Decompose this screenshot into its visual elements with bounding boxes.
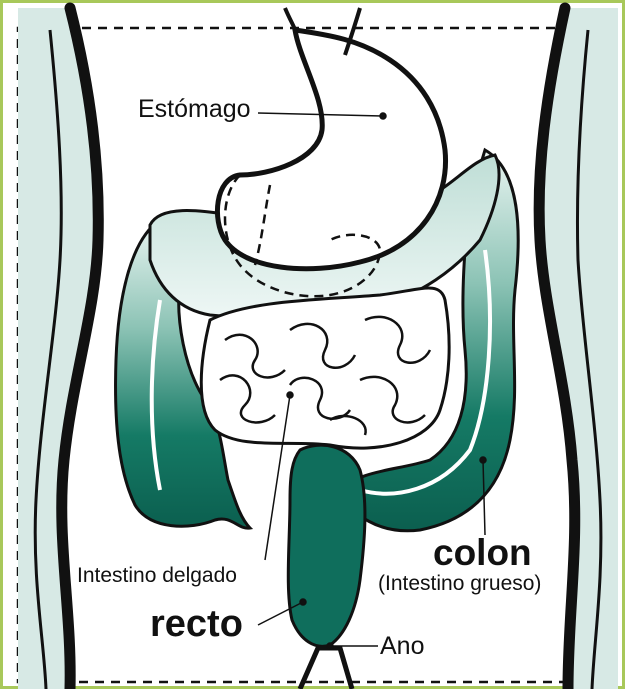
small-intestine bbox=[201, 288, 449, 448]
small-intestine-label: Intestino delgado bbox=[77, 565, 237, 586]
colon-leader-dot bbox=[480, 457, 486, 463]
small-intestine-leader-dot bbox=[287, 392, 293, 398]
rectum-label: recto bbox=[150, 605, 243, 643]
stomach-label: Estómago bbox=[138, 97, 251, 122]
stomach-leader-dot bbox=[380, 113, 386, 119]
colon-label: colon bbox=[433, 534, 532, 571]
rectum-leader-dot bbox=[300, 599, 306, 605]
anus-leader-dot bbox=[327, 643, 333, 649]
anus-label: Ano bbox=[380, 634, 424, 659]
colon-subtitle-label: (Intestino grueso) bbox=[378, 573, 541, 594]
